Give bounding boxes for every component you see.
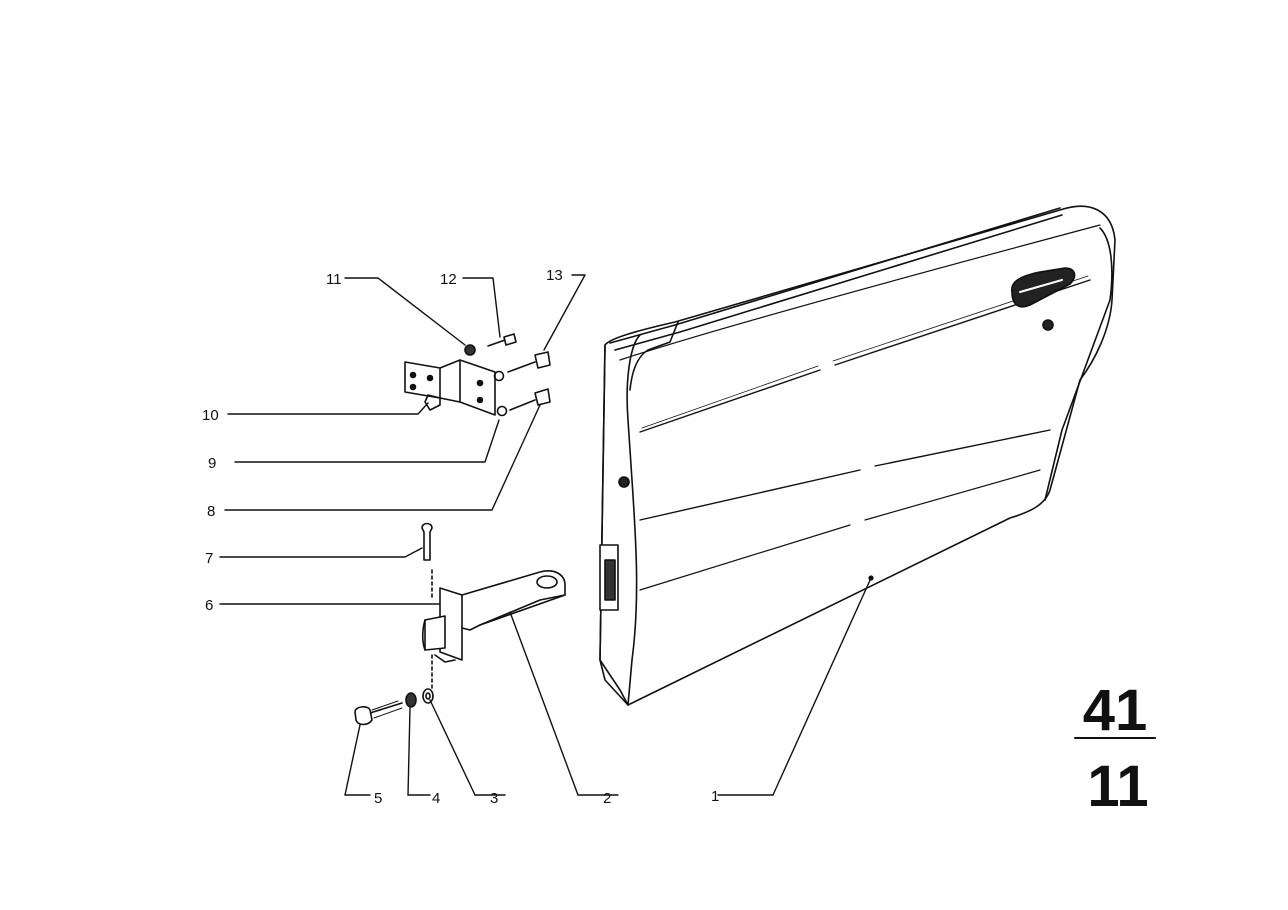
washer-4 (405, 692, 417, 708)
leader-13 (543, 274, 586, 351)
hinge-pin-7 (421, 522, 433, 561)
callout-7: 7 (205, 550, 213, 567)
upper-hinge-bolt-12 (487, 333, 517, 347)
callout-6: 6 (205, 597, 213, 614)
callout-1: 1 (711, 788, 719, 805)
lower-hinge (421, 569, 566, 691)
leader-2-diag (509, 611, 579, 796)
washer-3 (422, 688, 434, 704)
callout-2: 2 (603, 790, 611, 807)
callout-10: 10 (202, 407, 219, 424)
bolt-5 (354, 700, 403, 726)
door-panel (599, 205, 1116, 706)
callout-3: 3 (490, 790, 498, 807)
leader-4-diag (407, 707, 411, 796)
callout-13: 13 (546, 267, 563, 284)
group-number-main: 41 (1083, 678, 1148, 743)
leader-12 (462, 277, 501, 338)
upper-hinge-nut (464, 344, 476, 356)
group-number-sub: 11 (1087, 754, 1148, 819)
upper-hinge (404, 359, 496, 416)
upper-hinge-bolt-13 (493, 351, 551, 382)
leader-1-diag (772, 577, 872, 796)
callout-12: 12 (440, 271, 457, 288)
leader-10 (227, 402, 429, 415)
callout-5: 5 (374, 790, 382, 807)
leader-3-diag (429, 699, 476, 796)
leader-5-diag (344, 724, 361, 796)
leader-8 (224, 404, 541, 511)
leader-11 (344, 277, 466, 346)
callout-9: 9 (208, 455, 216, 472)
leader-9 (234, 419, 500, 463)
upper-hinge-bolt-8 (496, 388, 551, 417)
callout-8: 8 (207, 503, 215, 520)
callout-4: 4 (432, 790, 440, 807)
callout-11: 11 (326, 271, 342, 288)
leader-7 (219, 547, 423, 558)
